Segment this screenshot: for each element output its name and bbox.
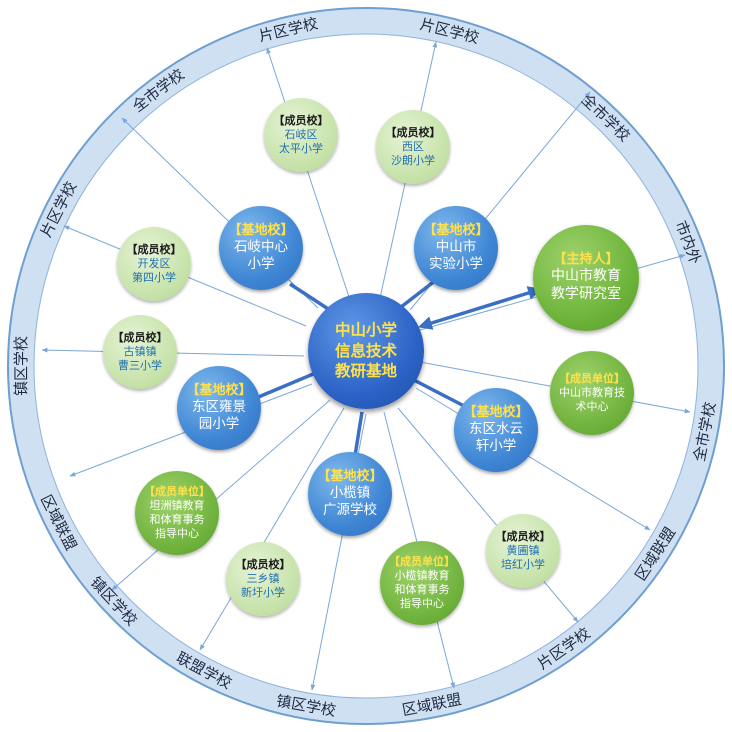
member-line: 石岐区 bbox=[284, 127, 318, 141]
base-line: 小榄镇 bbox=[329, 484, 371, 501]
member-school-kaifa[interactable]: 【成员校】 开发区 第四小学 bbox=[117, 227, 191, 301]
unit-line: 坦洲镇教育 bbox=[149, 498, 205, 512]
unit-tag: 【成员单位】 bbox=[559, 372, 625, 386]
member-line: 开发区 bbox=[137, 256, 171, 270]
member-school-peihong[interactable]: 【成员校】 黄圃镇 培红小学 bbox=[486, 514, 560, 588]
member-line: 黄圃镇 bbox=[506, 543, 540, 557]
unit-tag: 【成员单位】 bbox=[144, 485, 210, 498]
base-tag: 【基地校】 bbox=[317, 468, 383, 484]
radial-arrow bbox=[199, 407, 345, 651]
center-line-1: 中山小学 bbox=[334, 321, 397, 340]
base-tag: 【基地校】 bbox=[423, 222, 489, 238]
host-node[interactable]: 【主持人】 中山市教育 教学研究室 bbox=[533, 225, 639, 331]
member-line: 曹三小学 bbox=[118, 358, 162, 372]
radial-arrow bbox=[111, 399, 331, 591]
member-tag: 【成员校】 bbox=[495, 530, 551, 544]
base-line: 东区雍景 bbox=[192, 398, 246, 415]
member-tag: 【成员校】 bbox=[385, 126, 441, 140]
member-line: 新圩小学 bbox=[241, 585, 285, 599]
base-line: 园小学 bbox=[198, 416, 240, 433]
base-link bbox=[255, 370, 319, 400]
base-school-shiyan[interactable]: 【基地校】 中山市 实验小学 bbox=[414, 206, 498, 290]
member-school-xinyu[interactable]: 【成员校】 三乡镇 新圩小学 bbox=[226, 542, 300, 616]
member-school-taiping[interactable]: 【成员校】 石岐区 太平小学 bbox=[264, 98, 338, 172]
base-tag: 【基地校】 bbox=[463, 404, 529, 420]
base-tag: 【基地校】 bbox=[228, 222, 294, 238]
radial-arrow bbox=[415, 387, 651, 531]
base-line: 石岐中心 bbox=[234, 238, 288, 255]
member-line: 培红小学 bbox=[501, 557, 545, 571]
host-double-arrow bbox=[417, 286, 543, 330]
member-unit-zsjx[interactable]: 【成员单位】 中山市教育技 术中心 bbox=[550, 351, 634, 435]
member-unit-xiaolan[interactable]: 【成员单位】 小榄镇教育 和体育事务 指导中心 bbox=[380, 541, 464, 625]
unit-tag: 【成员单位】 bbox=[389, 555, 455, 568]
unit-line: 小榄镇教育 bbox=[394, 568, 450, 582]
unit-line: 中山市教育技 bbox=[559, 385, 625, 399]
member-line: 第四小学 bbox=[132, 270, 176, 284]
member-line: 三乡镇 bbox=[246, 571, 280, 585]
base-school-yongjing[interactable]: 【基地校】 东区雍景 园小学 bbox=[177, 366, 261, 450]
radial-arrow bbox=[397, 407, 579, 623]
member-line: 西区 bbox=[402, 139, 424, 153]
host-line-2: 教学研究室 bbox=[551, 286, 621, 303]
member-tag: 【成员校】 bbox=[235, 558, 291, 572]
unit-line: 指导中心 bbox=[400, 596, 444, 610]
unit-line: 和体育事务 bbox=[394, 582, 450, 596]
base-school-guangyuan[interactable]: 【基地校】 小榄镇 广源学校 bbox=[308, 452, 392, 536]
base-line: 中山市 bbox=[435, 238, 477, 255]
host-tag: 【主持人】 bbox=[553, 251, 619, 267]
unit-line: 和体育事务 bbox=[149, 512, 205, 526]
member-line: 沙朗小学 bbox=[391, 153, 435, 167]
base-link bbox=[409, 376, 469, 410]
member-school-caosan[interactable]: 【成员校】 古镇镇 曹三小学 bbox=[103, 315, 177, 389]
member-line: 太平小学 bbox=[279, 141, 323, 155]
center-node[interactable]: 中山小学 信息技术 教研基地 bbox=[308, 293, 424, 409]
radial-arrow bbox=[266, 47, 351, 301]
unit-line: 指导中心 bbox=[155, 526, 199, 540]
base-line: 东区水云 bbox=[469, 420, 523, 437]
member-tag: 【成员校】 bbox=[273, 114, 329, 128]
base-line: 广源学校 bbox=[323, 502, 377, 519]
ring-label: 镇区学校 bbox=[12, 336, 30, 396]
member-tag: 【成员校】 bbox=[112, 331, 168, 345]
center-line-3: 教研基地 bbox=[334, 362, 397, 381]
base-tag: 【基地校】 bbox=[186, 382, 252, 398]
base-line: 小学 bbox=[247, 256, 275, 273]
member-school-shalang[interactable]: 【成员校】 西区 沙朗小学 bbox=[376, 110, 450, 184]
member-unit-tanzhou[interactable]: 【成员单位】 坦洲镇教育 和体育事务 指导中心 bbox=[135, 471, 219, 555]
member-tag: 【成员校】 bbox=[126, 243, 182, 257]
center-line-2: 信息技术 bbox=[334, 341, 397, 360]
base-line: 轩小学 bbox=[475, 438, 517, 455]
base-school-shuiyun[interactable]: 【基地校】 东区水云 轩小学 bbox=[454, 388, 538, 472]
member-line: 古镇镇 bbox=[123, 344, 157, 358]
base-line: 实验小学 bbox=[429, 256, 483, 273]
unit-line: 术中心 bbox=[575, 399, 609, 413]
host-line-1: 中山市教育 bbox=[551, 268, 621, 285]
base-school-shiqi[interactable]: 【基地校】 石岐中心 小学 bbox=[219, 206, 303, 290]
